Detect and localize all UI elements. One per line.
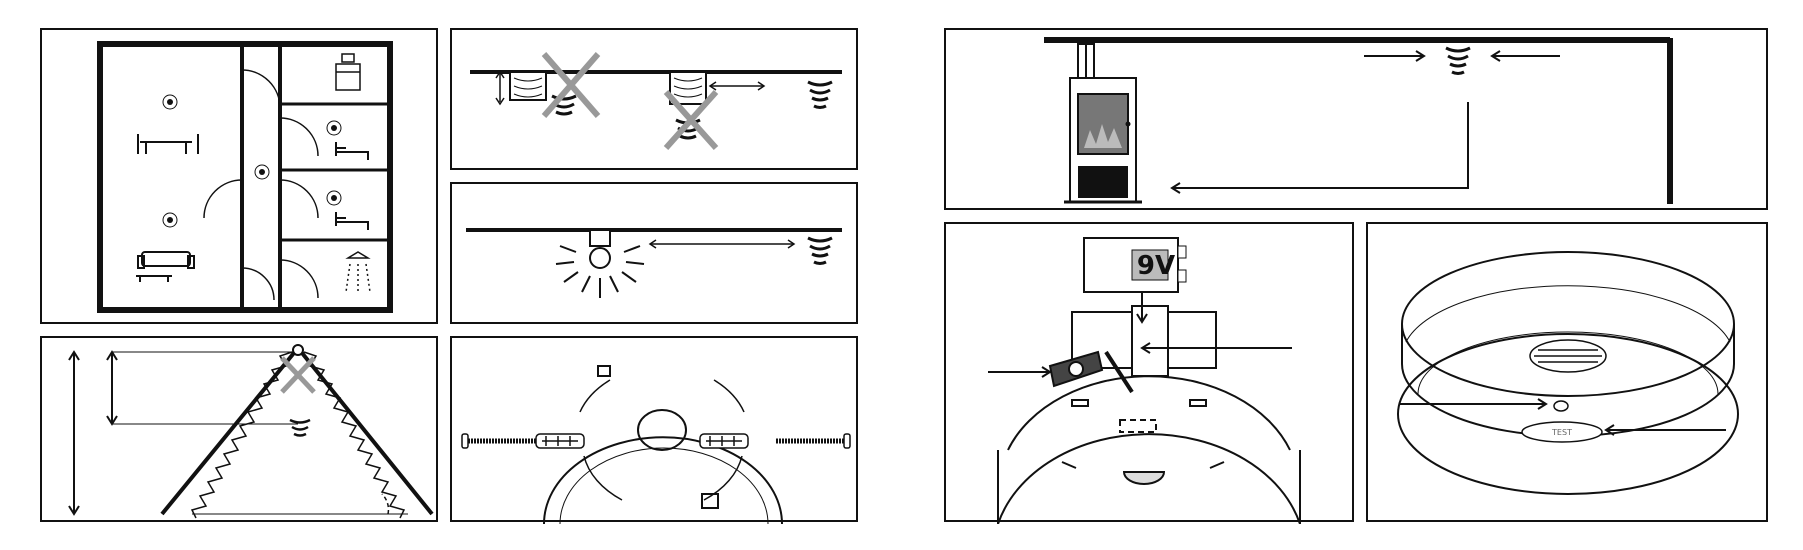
ceiling-lamp-icon xyxy=(556,230,644,298)
led-indicator-icon xyxy=(1554,401,1568,411)
stove-icon xyxy=(1064,78,1142,202)
detector-wave-icon xyxy=(1446,48,1470,74)
panel-pitched-roof xyxy=(40,336,438,522)
bed-icon xyxy=(336,142,368,230)
dining-table-icon xyxy=(138,134,198,154)
stove-placement-diagram xyxy=(946,30,1770,212)
panel-mounting-plate xyxy=(450,336,858,522)
test-button[interactable]: TEST xyxy=(1522,422,1602,442)
pitched-roof-diagram xyxy=(42,338,440,524)
panel-battery: 9V xyxy=(944,222,1354,522)
shower-icon xyxy=(346,252,370,292)
battery-icon: 9V xyxy=(1084,238,1186,292)
battery-label: 9V xyxy=(1137,251,1175,281)
detector-test-diagram: TEST xyxy=(1368,224,1770,524)
test-button-label: TEST xyxy=(1551,428,1572,437)
stove-icon xyxy=(336,54,360,90)
detector-wave-icon xyxy=(808,238,832,264)
panel-room-plan xyxy=(40,28,438,324)
cross-icon xyxy=(282,358,314,392)
battery-compartment-diagram: 9V xyxy=(946,224,1356,524)
smoke-detector-icon xyxy=(163,95,341,227)
lamp-distance-diagram xyxy=(452,184,860,326)
panel-stove-placement xyxy=(944,28,1768,210)
detector-wave-icon xyxy=(290,420,310,436)
screw-anchor-icon xyxy=(462,434,850,448)
panel-beam-placement xyxy=(450,28,858,170)
panel-test-button: TEST xyxy=(1366,222,1768,522)
beam-placement-diagram xyxy=(452,30,860,172)
sofa-icon xyxy=(136,252,194,282)
panel-lamp-distance xyxy=(450,182,858,324)
mounting-plate-diagram xyxy=(452,338,860,524)
vent-grille-icon xyxy=(1530,340,1606,372)
room-plan-diagram xyxy=(42,30,440,326)
